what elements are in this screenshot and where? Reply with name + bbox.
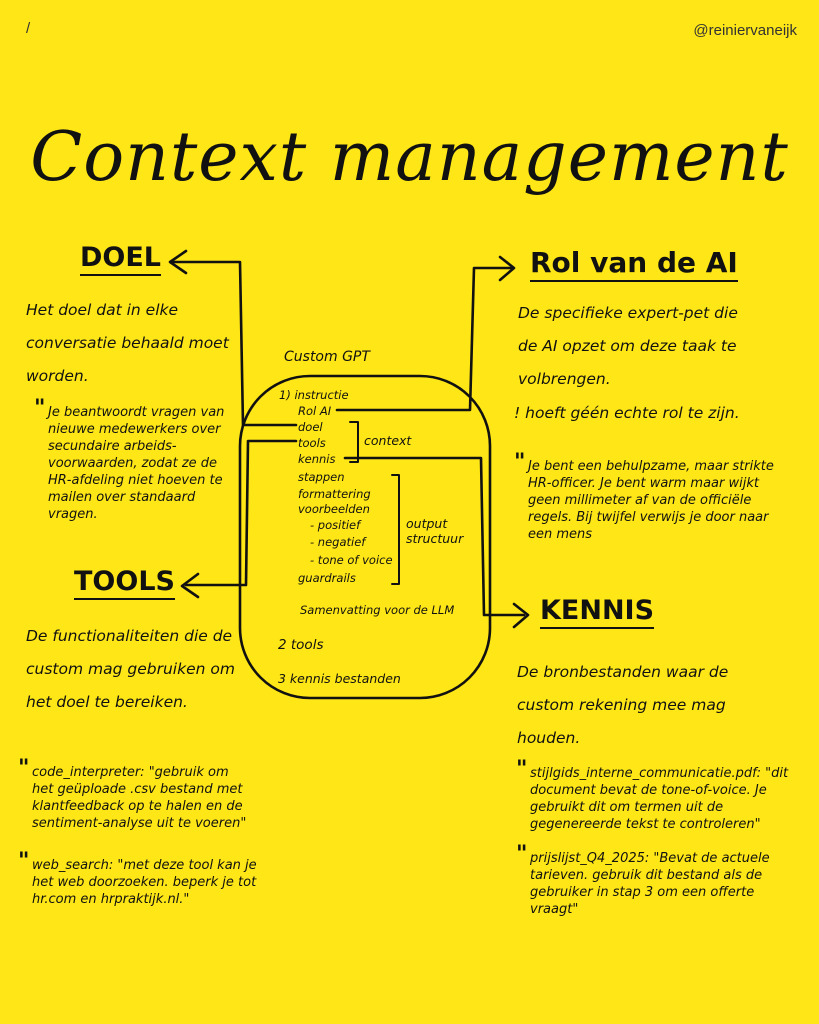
- gpt-item-kennis: kennis: [298, 452, 336, 466]
- doel-connector: [170, 260, 298, 427]
- tools-quote-1: "code_interpreter: "gebruik om het geüpl…: [18, 756, 247, 832]
- rol-quote: "Je bent een behulpzame, maar strikte HR…: [514, 450, 774, 543]
- gpt-item-guardrails: guardrails: [298, 571, 356, 585]
- kennis-quote-2: "prijslijst_Q4_2025: "Bevat de actuele t…: [516, 842, 770, 918]
- rol-description: De specifieke expert-pet die de AI opzet…: [518, 304, 738, 388]
- gpt-item-voorbeelden: voorbeelden: [298, 502, 370, 516]
- output-bracket: [391, 474, 400, 585]
- gpt-item-2-tools: 2 tools: [278, 637, 324, 653]
- custom-gpt-title: Custom GPT: [284, 349, 370, 365]
- doel-heading: DOEL: [80, 242, 162, 276]
- gpt-item-negatief: - negatief: [310, 535, 366, 549]
- header-slash: /: [26, 20, 31, 37]
- context-label: context: [364, 433, 412, 448]
- rol-heading: Rol van de AI: [530, 246, 738, 282]
- gpt-item-samenvatting: Samenvatting voor de LLM: [300, 603, 455, 617]
- kennis-description: De bronbestanden waar de custom rekening…: [517, 663, 729, 747]
- gpt-item-formattering: formattering: [298, 487, 371, 501]
- gpt-item-tools: tools: [298, 436, 326, 450]
- rol-connector: [335, 266, 514, 412]
- tools-connector: [184, 439, 298, 587]
- page-title: Context management: [30, 118, 789, 197]
- gpt-item-3-kennis-bestanden: 3 kennis bestanden: [278, 671, 401, 686]
- gpt-item-positief: - positief: [310, 518, 361, 532]
- tools-quote-1-text: code_interpreter: "gebruik om het geüplo…: [32, 765, 247, 831]
- gpt-item-instructie: 1) instructie: [279, 388, 349, 402]
- gpt-item-doel: doel: [298, 420, 323, 434]
- doel-arrowhead: [168, 249, 188, 275]
- kennis-quote-1: "stijlgids_interne_communicatie.pdf: "di…: [516, 757, 789, 833]
- tools-description: De functionaliteiten die de custom mag g…: [26, 627, 235, 711]
- kennis-quote-2-text: prijslijst_Q4_2025: "Bevat de actuele ta…: [530, 851, 770, 917]
- tools-arrowhead: [180, 572, 200, 599]
- kennis-connector: [343, 456, 526, 617]
- kennis-quote-1-text: stijlgids_interne_communicatie.pdf: "dit…: [530, 766, 789, 832]
- tools-quote-2-text: web_search: "met deze tool kan je het we…: [32, 858, 257, 907]
- tools-quote-2: "web_search: "met deze tool kan je het w…: [18, 849, 257, 908]
- rol-note: ! hoeft géén echte rol te zijn.: [514, 404, 740, 422]
- context-bracket: [349, 421, 359, 463]
- author-handle: @reiniervaneijk: [693, 22, 797, 39]
- structuur-label: structuur: [406, 531, 464, 546]
- gpt-item-stappen: stappen: [298, 470, 345, 484]
- output-label: output: [406, 516, 448, 531]
- custom-gpt-box: [238, 374, 492, 700]
- doel-quote: "Je beantwoordt vragen van nieuwe medewe…: [34, 396, 225, 523]
- tools-heading: TOOLS: [74, 566, 175, 600]
- doel-description: Het doel dat in elke conversatie behaald…: [26, 301, 229, 385]
- doel-quote-text: Je beantwoordt vragen van nieuwe medewer…: [48, 405, 225, 522]
- kennis-arrowhead: [512, 602, 530, 629]
- kennis-heading: KENNIS: [540, 595, 655, 629]
- gpt-item-rol-ai: Rol AI: [298, 404, 332, 418]
- rol-quote-text: Je bent een behulpzame, maar strikte HR-…: [528, 459, 774, 542]
- gpt-item-tone-of-voice: - tone of voice: [310, 553, 393, 567]
- rol-arrowhead: [498, 255, 516, 282]
